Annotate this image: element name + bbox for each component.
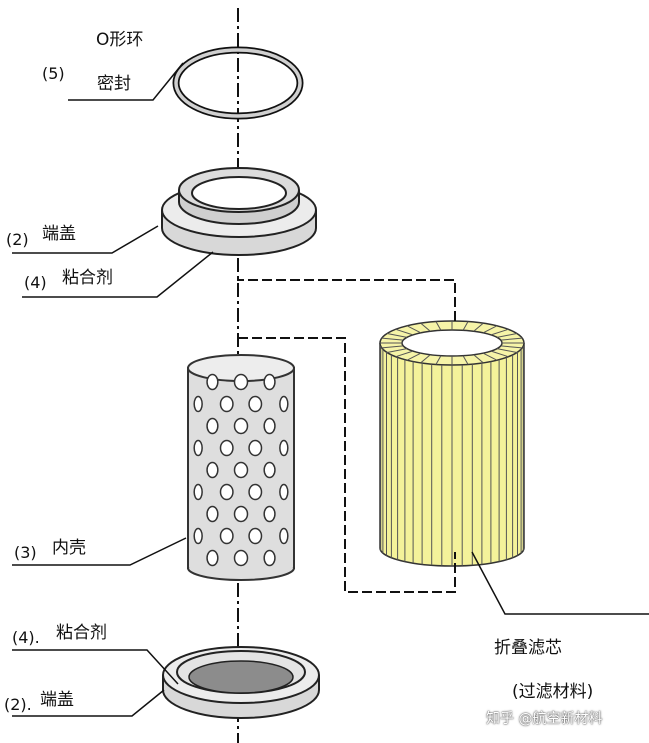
filter-pleat-top-fold — [500, 345, 523, 349]
shell-perforation-hole — [263, 505, 276, 523]
connector-shell-to-filter — [238, 337, 456, 593]
shell-perforation-hole — [248, 483, 263, 501]
filter-pleat-top-fold — [420, 354, 431, 364]
shell-perforation-hole — [193, 527, 203, 545]
inner-shell-number: (3) — [14, 543, 37, 562]
filter-pleat-top-fold — [490, 350, 509, 358]
filter-pleat-top-fold — [387, 333, 408, 338]
end-cap-top — [161, 167, 317, 256]
shell-perforation-hole — [263, 549, 276, 567]
shell-perforation-hole — [206, 549, 219, 567]
pleated-filter-label: 折叠滤芯 — [494, 638, 562, 658]
shell-perforation-hole — [219, 527, 234, 545]
end-cap-bottom-label: 端盖 — [40, 690, 74, 710]
adhesive-top-label: 粘合剂 — [62, 268, 113, 288]
shell-perforation-hole — [263, 461, 276, 479]
shell-perforation-hole — [279, 483, 289, 501]
shell-perforation-hole — [233, 373, 249, 391]
filter-material-label: (过滤材料) — [512, 682, 594, 702]
leader-adhesive-top — [22, 251, 214, 298]
leader-inner-shell — [12, 537, 187, 566]
shell-perforation-hole — [233, 549, 249, 567]
end-cap-top-label: 端盖 — [42, 224, 76, 244]
leader-pleated-filter — [471, 551, 649, 615]
leader-end-cap-bottom — [12, 689, 165, 717]
filter-pleat-top-fold — [435, 355, 442, 365]
shell-perforation-hole — [233, 505, 249, 523]
shell-perforation-hole — [263, 373, 276, 391]
pleated-filter-cartridge — [379, 320, 525, 567]
filter-pleat-top-fold — [500, 337, 523, 341]
filter-pleat-top-fold — [473, 322, 484, 332]
inner-shell — [187, 354, 295, 581]
filter-pleat-top-fold — [482, 325, 498, 334]
shell-perforation-hole — [193, 395, 203, 413]
watermark: 知乎 @航空新材料 — [486, 711, 603, 727]
filter-pleat-top-fold — [496, 348, 517, 353]
shell-perforation-hole — [206, 373, 219, 391]
shell-perforation-hole — [219, 395, 234, 413]
adhesive-top-number: (4) — [24, 273, 47, 292]
end-cap-top-number: (2) — [6, 230, 29, 249]
filter-pleat-top-fold — [381, 345, 404, 349]
shell-perforation-hole — [206, 505, 219, 523]
adhesive-bottom-label: 粘合剂 — [56, 623, 107, 643]
shell-perforation-hole — [206, 417, 219, 435]
shell-perforation-hole — [248, 527, 263, 545]
shell-perforation-hole — [206, 461, 219, 479]
shell-perforation-hole — [279, 395, 289, 413]
adhesive-bottom-number: (4). — [12, 628, 40, 647]
shell-perforation-hole — [248, 439, 263, 457]
filter-pleat-top-fold — [395, 350, 414, 358]
filter-pleat-top-fold — [387, 348, 408, 353]
connector-topcap-to-filter — [237, 262, 456, 322]
filter-pleat-top-fold — [420, 322, 431, 332]
o-ring-title: O形环 — [96, 30, 144, 50]
shell-perforation-hole — [193, 439, 203, 457]
o-ring-number: (5) — [42, 64, 65, 83]
filter-pleat-top-fold — [381, 337, 404, 341]
shell-perforation-hole — [233, 461, 249, 479]
end-cap-bottom-number: (2). — [4, 695, 32, 714]
filter-pleat-top-fold — [406, 325, 422, 334]
inner-shell-label: 内壳 — [52, 538, 86, 558]
filter-pleat-top-fold — [395, 328, 414, 336]
filter-pleat-top-fold — [482, 352, 498, 361]
filter-pleat-top-fold — [490, 328, 509, 336]
filter-pleat-top-fold — [406, 352, 422, 361]
o-ring-seal-label: 密封 — [97, 74, 131, 94]
filter-pleat-top-fold — [462, 321, 469, 331]
shell-perforation-hole — [233, 417, 249, 435]
end-cap-bottom — [162, 646, 320, 719]
leader-o-ring — [68, 62, 184, 101]
shell-perforation-hole — [219, 439, 234, 457]
leader-adhesive-bottom — [12, 649, 179, 685]
shell-perforation-hole — [219, 483, 234, 501]
shell-perforation-hole — [248, 395, 263, 413]
filter-pleat-top-fold — [496, 333, 517, 338]
leader-end-cap-top — [12, 225, 159, 254]
o-ring — [172, 46, 304, 120]
shell-perforation-hole — [193, 483, 203, 501]
filter-pleat-top-fold — [473, 354, 484, 364]
shell-perforation-hole — [263, 417, 276, 435]
filter-pleat-top-fold — [435, 321, 442, 331]
shell-perforation-hole — [279, 527, 289, 545]
filter-pleat-top-fold — [462, 355, 469, 365]
shell-perforation-hole — [279, 439, 289, 457]
